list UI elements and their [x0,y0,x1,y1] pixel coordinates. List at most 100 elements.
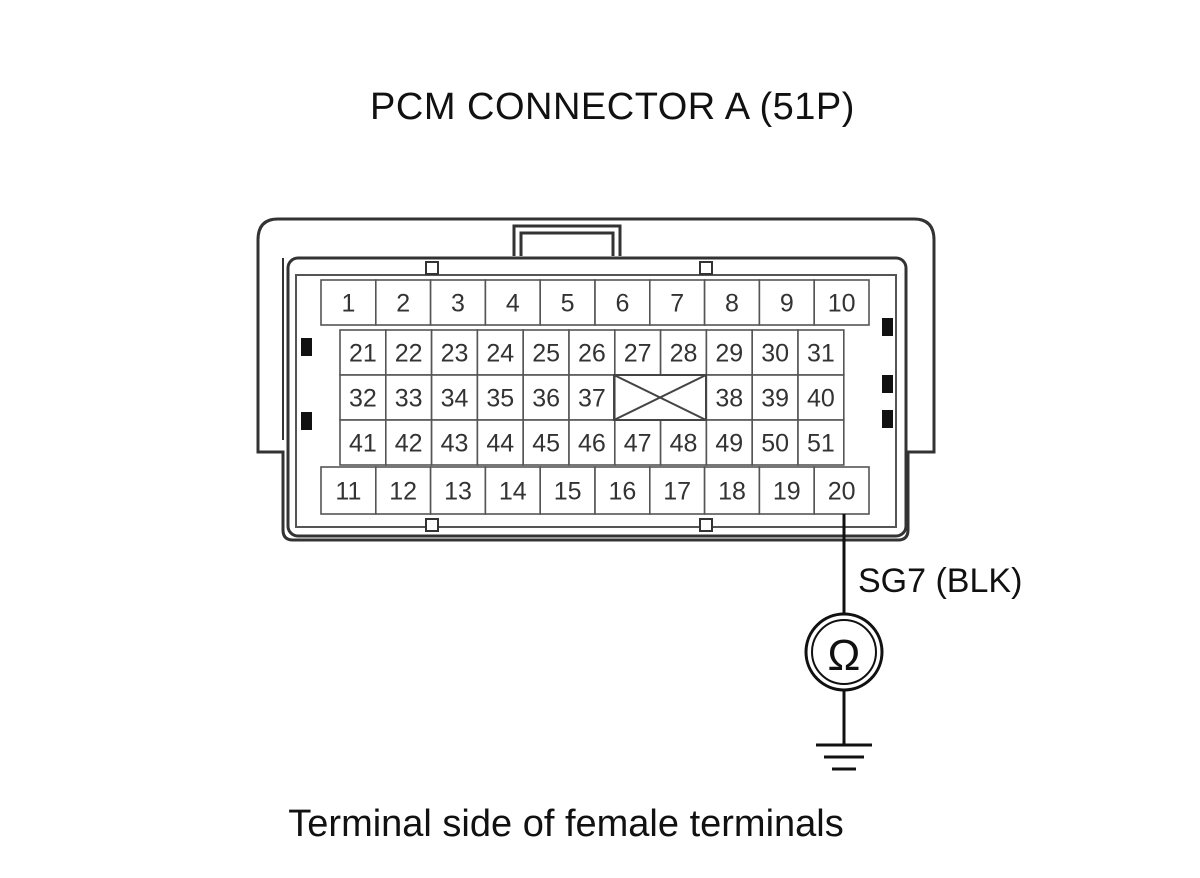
terminal-label: 12 [389,478,417,506]
terminal-49: 49 [705,419,754,466]
terminal-44: 44 [476,419,524,466]
terminal-label: 25 [532,340,560,368]
terminal-label: 36 [532,385,560,413]
terminal-label: 20 [828,478,856,506]
terminal-label: 42 [395,430,423,458]
terminal-label: 1 [341,290,355,318]
terminal-label: 44 [486,430,514,458]
terminal-label: 10 [828,290,856,318]
terminal-37: 37 [568,374,616,421]
terminal-label: 27 [624,340,652,368]
terminal-21: 21 [339,329,387,376]
terminal-label: 31 [807,340,835,368]
terminal-label: 28 [670,340,698,368]
terminal-33: 33 [384,374,433,421]
terminal-label: 48 [670,430,698,458]
terminal-32: 32 [339,374,387,421]
terminal-label: 21 [349,340,377,368]
terminal-50: 50 [751,419,799,466]
ohm-symbol: Ω [828,631,861,680]
terminal-9: 9 [758,279,816,326]
terminal-3: 3 [429,279,487,326]
terminal-label: 15 [554,478,582,506]
terminal-label: 14 [499,478,527,506]
terminal-29: 29 [705,329,754,376]
terminal-38: 38 [705,374,754,421]
terminal-label: 51 [807,430,835,458]
terminal-label: 17 [663,478,691,506]
terminal-41: 41 [339,419,387,466]
terminal-23: 23 [430,329,479,376]
terminal-40: 40 [797,374,845,421]
terminal-51: 51 [797,419,845,466]
terminal-field [295,274,897,528]
connector-housing [256,217,936,542]
terminal-label: 18 [718,478,746,506]
terminal-label: 3 [451,290,465,318]
terminal-label: 41 [349,430,377,458]
terminal-34: 34 [430,374,479,421]
terminal-35: 35 [476,374,524,421]
terminal-label: 35 [486,385,514,413]
terminal-1: 1 [320,279,377,326]
terminal-17: 17 [648,466,706,515]
terminal-25: 25 [522,329,570,376]
terminal-label: 6 [615,290,629,318]
terminal-48: 48 [659,419,708,466]
terminal-39: 39 [751,374,799,421]
latch-tabs [301,318,893,430]
terminal-label: 13 [444,478,472,506]
terminal-43: 43 [430,419,479,466]
terminal-6: 6 [594,279,651,326]
terminal-46: 46 [568,419,616,466]
terminal-24: 24 [476,329,524,376]
terminal-19: 19 [758,466,816,515]
terminal-label: 46 [578,430,606,458]
terminal-2: 2 [374,279,432,326]
terminal-45: 45 [522,419,570,466]
terminal-label: 32 [349,385,377,413]
terminal-15: 15 [539,466,596,515]
terminal-36: 36 [522,374,570,421]
terminal-label: 11 [335,478,361,506]
terminal-label: 30 [761,340,789,368]
terminal-label: 29 [715,340,743,368]
terminal-label: 8 [725,290,739,318]
terminal-label: 16 [608,478,636,506]
terminal-label: 7 [670,290,684,318]
terminal-5: 5 [539,279,596,326]
terminal-label: 26 [578,340,606,368]
terminal-26: 26 [568,329,616,376]
terminal-22: 22 [384,329,433,376]
terminal-label: 2 [396,290,410,318]
ohmmeter-icon: Ω [804,612,884,692]
terminal-label: 38 [715,385,743,413]
terminal-12: 12 [374,466,432,515]
ground-icon [816,743,872,771]
terminal-30: 30 [751,329,799,376]
terminal-label: 47 [624,430,652,458]
terminal-label: 19 [773,478,801,506]
terminal-label: 33 [395,385,423,413]
terminal-label: 49 [715,430,743,458]
terminal-16: 16 [594,466,651,515]
terminal-47: 47 [613,419,662,466]
terminal-label: 9 [780,290,794,318]
terminal-42: 42 [384,419,433,466]
terminal-18: 18 [703,466,761,515]
terminal-14: 14 [484,466,541,515]
terminal-10: 10 [813,279,870,326]
wire-label: SG7 (BLK) [858,562,1022,600]
housing-keys [425,261,713,532]
terminal-31: 31 [797,329,845,376]
terminal-label: 4 [506,290,520,318]
terminal-label: 22 [395,340,423,368]
diagram-caption: Terminal side of female terminals [288,803,844,845]
terminal-label: 5 [561,290,575,318]
terminal-13: 13 [429,466,487,515]
terminal-8: 8 [703,279,761,326]
terminal-label: 39 [761,385,789,413]
terminal-label: 40 [807,385,835,413]
